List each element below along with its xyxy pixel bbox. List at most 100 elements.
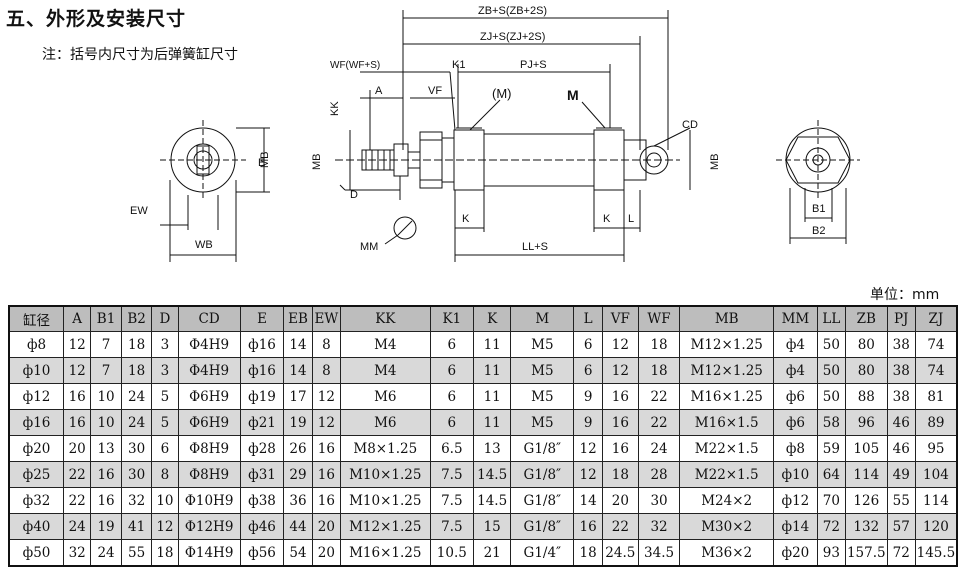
- table-cell: 6: [429, 357, 475, 384]
- table-cell: 81: [914, 383, 958, 410]
- table-cell: 26: [283, 435, 313, 462]
- table-cell: 22: [637, 409, 681, 436]
- unit-label: 单位：mm: [870, 287, 940, 303]
- label-l: L: [628, 213, 634, 225]
- table-cell: 3: [151, 331, 179, 358]
- table-cell: 3: [151, 357, 179, 384]
- table-cell: 18: [120, 331, 153, 358]
- table-cell: 12: [151, 513, 179, 540]
- label-k1: K1: [452, 59, 465, 71]
- table-cell: 50: [816, 331, 847, 358]
- table-cell: G1/8″: [510, 461, 575, 488]
- label-mm: MM: [360, 241, 378, 253]
- table-cell: ф6: [773, 383, 818, 410]
- table-cell: 126: [845, 487, 888, 514]
- table-cell: 13: [473, 435, 512, 462]
- label-ew: EW: [130, 205, 148, 217]
- table-cell: 16: [90, 487, 122, 514]
- table-cell: M5: [510, 357, 575, 384]
- table-cell: M22×1.5: [679, 461, 775, 488]
- table-cell: 14: [283, 331, 313, 358]
- table-cell: ф8: [773, 435, 818, 462]
- table-cell: 29: [283, 461, 313, 488]
- table-cell: 17: [283, 383, 313, 410]
- table-cell: M36×2: [679, 539, 775, 567]
- table-cell: ф31: [239, 461, 285, 488]
- column-header: PJ: [886, 305, 916, 332]
- column-header: A: [63, 305, 92, 332]
- table-cell: 46: [886, 435, 916, 462]
- table-cell: M5: [510, 331, 575, 358]
- table-cell: 49: [886, 461, 916, 488]
- table-cell: ф32: [8, 487, 65, 514]
- table-cell: 6: [573, 357, 603, 384]
- column-header: MM: [773, 305, 818, 332]
- label-b1: B1: [812, 203, 825, 215]
- label-m-paren: (M): [492, 86, 512, 101]
- table-cell: 70: [816, 487, 847, 514]
- table-cell: 10.5: [429, 539, 475, 567]
- label-cd: CD: [682, 119, 698, 131]
- column-header: VF: [601, 305, 639, 332]
- table-cell: 22: [601, 513, 639, 540]
- table-cell: 18: [601, 461, 639, 488]
- table-cell: 30: [120, 461, 153, 488]
- table-cell: 6: [429, 331, 475, 358]
- table-cell: 24: [90, 539, 122, 567]
- table-cell: ф16: [239, 331, 285, 358]
- column-header: ZJ: [914, 305, 958, 332]
- label-e: E: [258, 157, 265, 169]
- table-cell: M6: [340, 409, 431, 436]
- label-m-bold: M: [567, 87, 579, 103]
- table-cell: 96: [845, 409, 888, 436]
- table-cell: M12×1.25: [679, 357, 775, 384]
- table-cell: Φ4H9: [177, 331, 241, 358]
- table-cell: ф4: [773, 357, 818, 384]
- label-mb-right: MB: [709, 154, 721, 171]
- label-ll: LL+S: [522, 241, 548, 253]
- table-cell: 12: [573, 435, 603, 462]
- table-cell: ф12: [8, 383, 65, 410]
- table-cell: 32: [637, 513, 681, 540]
- table-cell: 46: [886, 409, 916, 436]
- table-cell: M10×1.25: [340, 487, 431, 514]
- table-cell: Φ14H9: [177, 539, 241, 567]
- table-cell: 14: [283, 357, 313, 384]
- table-cell: 12: [63, 331, 92, 358]
- column-header: M: [510, 305, 575, 332]
- label-k-left: K: [462, 213, 470, 225]
- table-cell: 145.5: [914, 539, 958, 567]
- table-cell: 24.5: [601, 539, 639, 567]
- table-cell: 72: [816, 513, 847, 540]
- section-heading: 五、外形及安装尺寸: [6, 8, 187, 30]
- table-cell: M24×2: [679, 487, 775, 514]
- table-cell: 16: [311, 487, 342, 514]
- label-zj: ZJ+S(ZJ+2S): [480, 31, 545, 43]
- label-zb: ZB+S(ZB+2S): [478, 5, 547, 17]
- table-cell: 93: [816, 539, 847, 567]
- table-cell: 12: [601, 357, 639, 384]
- label-a: A: [375, 85, 383, 97]
- table-cell: ф8: [8, 331, 65, 358]
- table-cell: 41: [120, 513, 153, 540]
- column-header: L: [573, 305, 603, 332]
- table-cell: 11: [473, 357, 512, 384]
- table-cell: 14.5: [473, 461, 512, 488]
- table-cell: 11: [473, 331, 512, 358]
- table-cell: 12: [311, 383, 342, 410]
- table-cell: 13: [90, 435, 122, 462]
- table-cell: 95: [914, 435, 958, 462]
- table-cell: M30×2: [679, 513, 775, 540]
- table-cell: 6: [429, 409, 475, 436]
- label-wb: WB: [195, 239, 213, 251]
- label-mb-end: MB: [259, 152, 271, 169]
- table-cell: 18: [151, 539, 179, 567]
- table-cell: 21: [473, 539, 512, 567]
- table-cell: 20: [63, 435, 92, 462]
- table-cell: ф16: [239, 357, 285, 384]
- table-cell: 6: [429, 383, 475, 410]
